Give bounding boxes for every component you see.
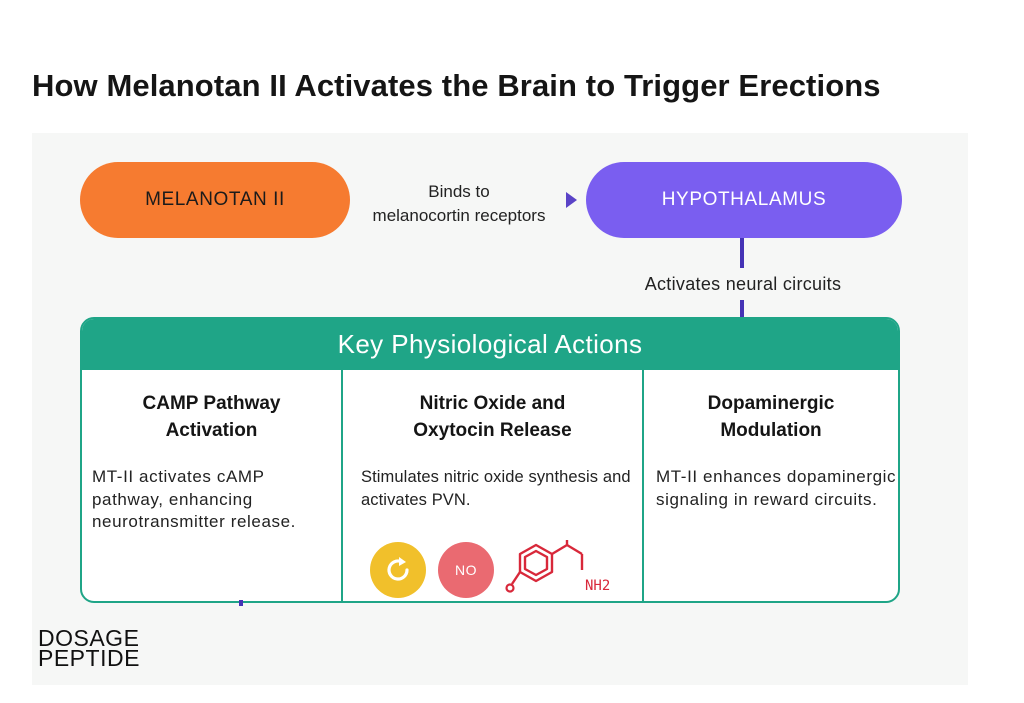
melanotan-node: MELANOTAN II <box>80 162 350 238</box>
connector-line-top <box>740 238 744 268</box>
key-actions-box: Key Physiological Actions CAMP Pathway A… <box>80 317 900 603</box>
binds-edge-label-line2: melanocortin receptors <box>372 206 546 225</box>
hypothalamus-node: HYPOTHALAMUS <box>586 162 902 238</box>
action-column-dopaminergic: Dopaminergic Modulation MT-II enhances d… <box>642 370 898 601</box>
binds-edge-label: Binds to melanocortin receptors <box>348 180 570 228</box>
key-actions-header: Key Physiological Actions <box>82 319 898 370</box>
brand-line1: DOSAGE <box>38 625 140 651</box>
action-title-line1: Nitric Oxide and <box>419 393 566 414</box>
action-title: Dopaminergic Modulation <box>644 390 898 444</box>
dopamine-molecule-icon: NH2 <box>505 540 610 594</box>
action-title-line2: Oxytocin Release <box>413 420 572 441</box>
action-title-line2: Modulation <box>720 420 822 441</box>
activates-edge-label: Activates neural circuits <box>644 274 842 294</box>
action-title-line1: Dopaminergic <box>707 393 835 414</box>
binds-edge-label-line1: Binds to <box>428 182 490 201</box>
action-title: CAMP Pathway Activation <box>82 390 341 444</box>
action-title-line2: Activation <box>165 420 258 441</box>
action-description: MT-II enhances dopaminergic signaling in… <box>656 467 897 509</box>
action-column-nitric-oxide: Nitric Oxide and Oxytocin Release Stimul… <box>341 370 642 601</box>
action-icons: NO NH2 <box>367 540 637 601</box>
molecule-amine-label: NH2 <box>585 578 610 594</box>
brand-line2: PEPTIDE <box>38 645 140 671</box>
action-description: Stimulates nitric oxide synthesis and ac… <box>361 468 631 509</box>
nitric-oxide-badge: NO <box>438 542 494 598</box>
action-description: MT-II activates cAMP pathway, enhancing … <box>92 467 296 531</box>
action-title: Nitric Oxide and Oxytocin Release <box>343 390 642 444</box>
action-title-line1: CAMP Pathway <box>142 393 281 414</box>
arrow-right-icon <box>566 192 577 208</box>
connector-stub <box>239 600 243 606</box>
refresh-icon <box>370 542 426 598</box>
page-title: How Melanotan II Activates the Brain to … <box>32 68 881 103</box>
action-column-camp: CAMP Pathway Activation MT-II activates … <box>82 370 341 601</box>
connector-line-bottom <box>740 300 744 318</box>
brand-logo: DOSAGE PEPTIDE <box>38 625 140 671</box>
